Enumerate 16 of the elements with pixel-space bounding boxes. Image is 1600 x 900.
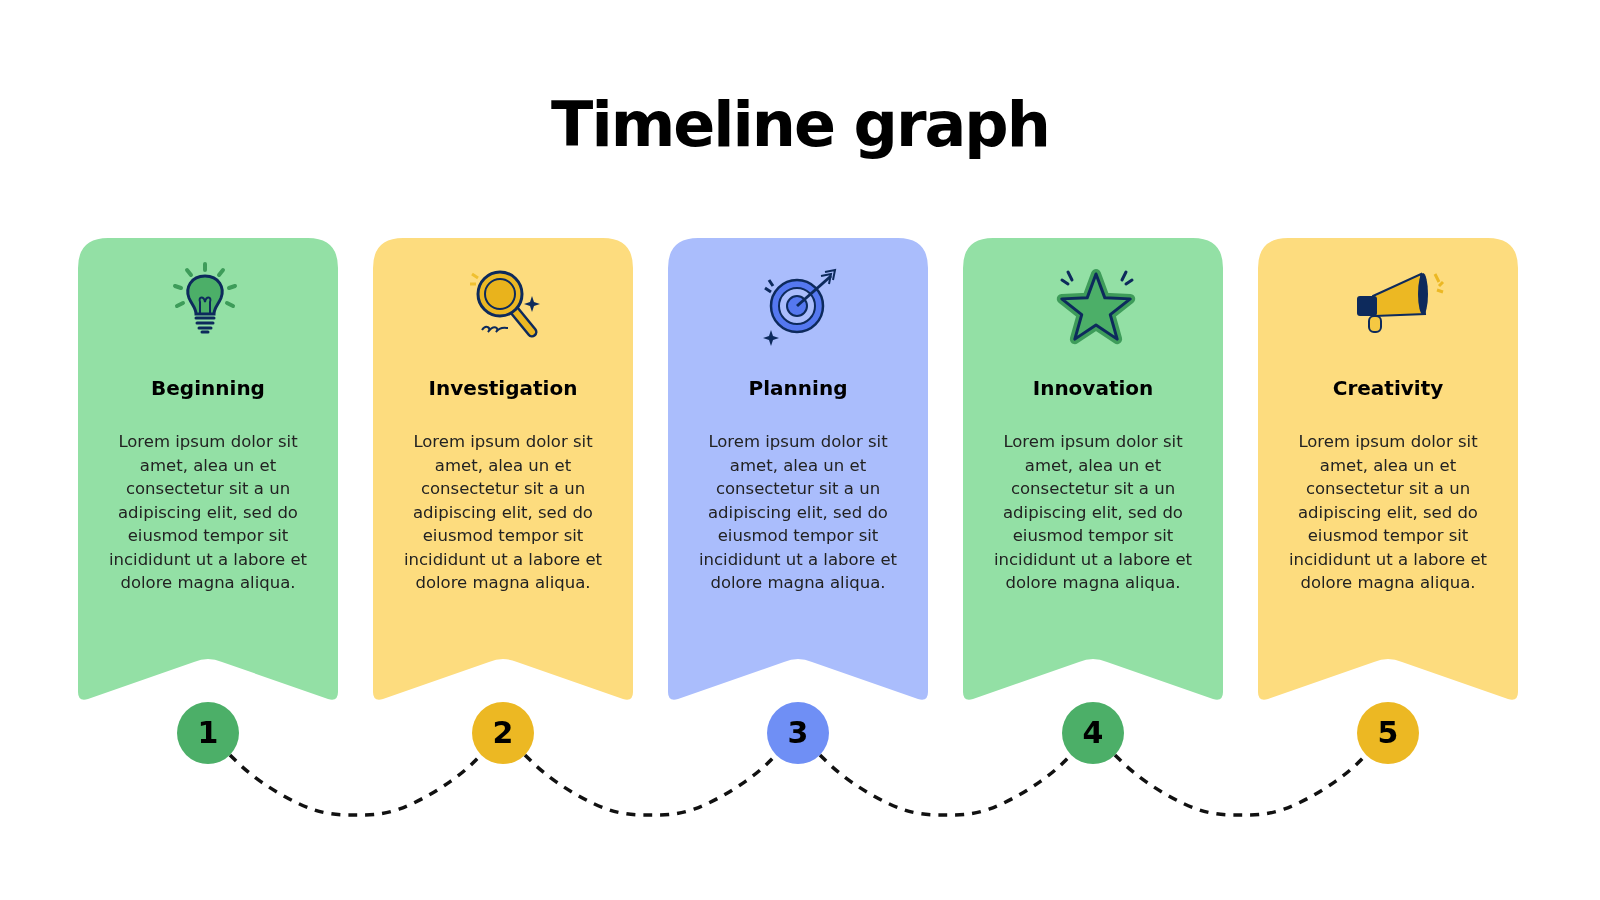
card-description: Lorem ipsum dolor sit amet, alea un et consectetur sit a un adipiscing elit, sed do eiusmod tempor sit incididunt ut a labore et dolore magna aliqua.: [992, 431, 1194, 594]
card-description: Lorem ipsum dolor sit amet, alea un et consectetur sit a un adipiscing elit, sed do eiusmod tempor sit incididunt ut a labore et dolore magna aliqua.: [402, 431, 604, 594]
card-heading: Investigation: [427, 376, 579, 400]
card-description: Lorem ipsum dolor sit amet, alea un et consectetur sit a un adipiscing elit, sed do eiusmod tempor sit incididunt ut a labore et dolore magna aliqua.: [1287, 431, 1489, 594]
card-heading: Planning: [747, 376, 849, 400]
step-circle: 3: [767, 702, 829, 764]
card-description: Lorem ipsum dolor sit amet, alea un et consectetur sit a un adipiscing elit, sed do eiusmod tempor sit incididunt ut a labore et dolore magna aliqua.: [107, 431, 309, 594]
card-description: Lorem ipsum dolor sit amet, alea un et consectetur sit a un adipiscing elit, sed do eiusmod tempor sit incididunt ut a labore et dolore magna aliqua.: [697, 431, 899, 594]
card-heading: Beginning: [150, 376, 266, 400]
step-circle: 4: [1062, 702, 1124, 764]
step-circle: 2: [472, 702, 534, 764]
step-circle: 1: [177, 702, 239, 764]
step-circle: 5: [1357, 702, 1419, 764]
card-heading: Creativity: [1331, 376, 1445, 400]
title: Timeline graph: [550, 88, 1050, 161]
card-heading: Innovation: [1031, 376, 1155, 400]
